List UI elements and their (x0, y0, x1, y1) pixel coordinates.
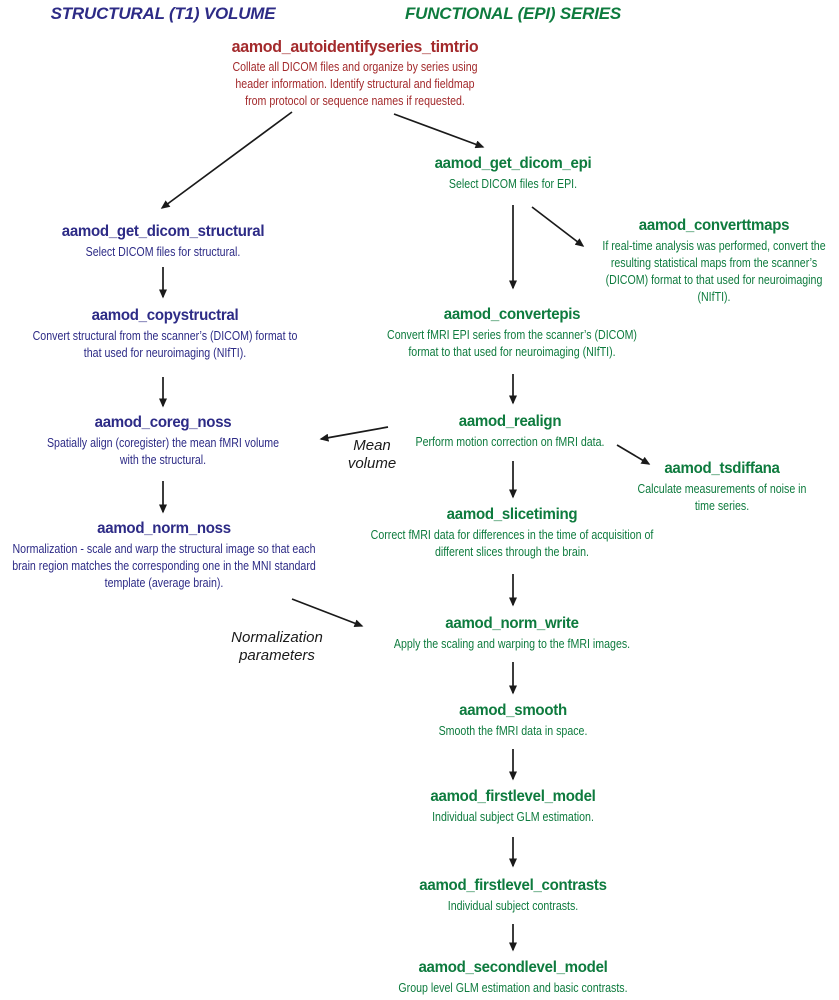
node-title: aamod_get_dicom_epi (434, 155, 592, 172)
node-title: aamod_tsdiffana (664, 460, 780, 477)
node-description: Group level GLM estimation and basic con… (398, 981, 628, 995)
arrow-realign-to-tsdiffana (616, 444, 651, 465)
node-description: Correct fMRI data for differences in the… (370, 528, 654, 559)
node-title: aamod_converttmaps (638, 217, 790, 234)
node-description: Select DICOM files for EPI. (448, 177, 578, 191)
node-title: aamod_smooth (459, 702, 567, 719)
edge-label-mean-volume: Mean volume (347, 437, 397, 472)
node-description: Smooth the fMRI data in space. (438, 724, 588, 738)
node-description: Apply the scaling and warping to the fMR… (393, 637, 631, 651)
node-aamod-get-dicom-structural: aamod_get_dicom_structural Select DICOM … (43, 222, 283, 261)
node-aamod-converttmaps: aamod_converttmaps If real-time analysis… (579, 216, 839, 306)
node-title: aamod_slicetiming (446, 506, 578, 523)
node-description: Convert fMRI EPI series from the scanner… (387, 328, 637, 359)
arrow-norm-noss-to-norm-write (291, 598, 364, 628)
node-description: Individual subject contrasts. (447, 899, 579, 913)
node-description: Select DICOM files for structural. (85, 245, 241, 259)
node-description: Spatially align (coregister) the mean fM… (46, 436, 280, 467)
node-description: Convert structural from the scanner’s (D… (32, 329, 298, 360)
node-aamod-smooth: aamod_smooth Smooth the fMRI data in spa… (393, 701, 633, 740)
node-description: Collate all DICOM files and organize by … (232, 60, 478, 108)
arrow-identify-to-get-dicom-structural (160, 111, 293, 209)
node-aamod-norm-write: aamod_norm_write Apply the scaling and w… (362, 614, 662, 653)
node-aamod-tsdiffana: aamod_tsdiffana Calculate measurements o… (612, 459, 832, 515)
node-aamod-convertepis: aamod_convertepis Convert fMRI EPI serie… (362, 305, 662, 361)
node-title: aamod_norm_write (445, 615, 579, 632)
node-aamod-firstlevel-contrasts: aamod_firstlevel_contrasts Individual su… (383, 876, 643, 915)
node-description: Calculate measurements of noise in time … (637, 482, 807, 513)
node-title: aamod_get_dicom_structural (61, 223, 265, 240)
node-aamod-secondlevel-model: aamod_secondlevel_model Group level GLM … (368, 958, 658, 997)
node-title: aamod_firstlevel_model (430, 788, 596, 805)
node-aamod-slicetiming: aamod_slicetiming Correct fMRI data for … (332, 505, 692, 561)
node-title: aamod_realign (458, 413, 562, 430)
node-description: Individual subject GLM estimation. (432, 810, 594, 824)
edge-label-normalization-parameters: Normalization parameters (231, 629, 323, 664)
node-aamod-firstlevel-model: aamod_firstlevel_model Individual subjec… (383, 787, 643, 826)
arrow-epi-to-converttmaps (531, 206, 585, 247)
node-aamod-coreg-noss: aamod_coreg_noss Spatially align (coregi… (18, 413, 308, 469)
arrow-realign-to-coreg-mean-volume (319, 426, 389, 442)
node-aamod-autoidentifyseries-timtrio: aamod_autoidentifyseries_timtrio Collate… (205, 36, 505, 110)
node-title: aamod_secondlevel_model (418, 959, 608, 976)
node-title: aamod_autoidentifyseries_timtrio (231, 37, 479, 56)
arrow-identify-to-get-dicom-epi (393, 113, 485, 149)
node-aamod-get-dicom-epi: aamod_get_dicom_epi Select DICOM files f… (403, 154, 623, 193)
column-header-structural: STRUCTURAL (T1) VOLUME (50, 4, 276, 23)
node-description: Perform motion correction on fMRI data. (415, 435, 605, 449)
node-title: aamod_convertepis (443, 306, 581, 323)
node-description: If real-time analysis was performed, con… (602, 239, 826, 304)
node-aamod-copystructral: aamod_copystructral Convert structural f… (0, 306, 330, 362)
node-aamod-norm-noss: aamod_norm_noss Normalization - scale an… (0, 519, 349, 592)
column-header-functional: FUNCTIONAL (EPI) SERIES (404, 4, 622, 23)
node-description: Normalization - scale and warp the struc… (12, 542, 316, 590)
node-title: aamod_firstlevel_contrasts (419, 877, 607, 894)
node-title: aamod_copystructral (91, 307, 239, 324)
node-title: aamod_norm_noss (97, 520, 231, 537)
node-aamod-realign: aamod_realign Perform motion correction … (380, 412, 640, 451)
node-title: aamod_coreg_noss (94, 414, 232, 431)
